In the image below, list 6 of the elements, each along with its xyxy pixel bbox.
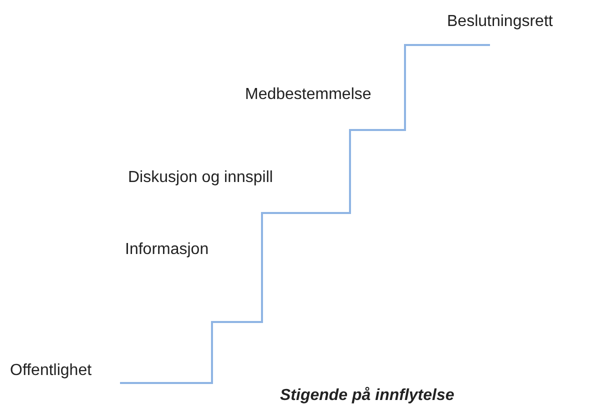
step-label: Informasjon	[125, 240, 209, 260]
step-label: Offentlighet	[10, 361, 92, 381]
step-label: Beslutningsrett	[447, 12, 553, 32]
caption: Stigende på innflytelse	[280, 386, 454, 406]
step-label: Diskusjon og innspill	[128, 168, 273, 188]
step-label: Medbestemmelse	[245, 85, 372, 105]
